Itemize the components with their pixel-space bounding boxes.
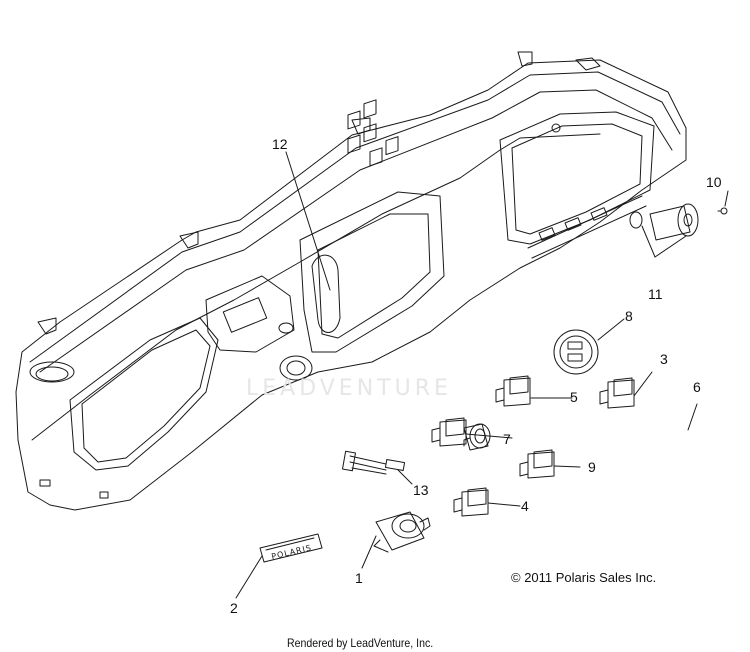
part-13-wire-harness [342, 450, 406, 475]
dashboard-assembly [15, 51, 687, 511]
callout-10: 10 [706, 174, 722, 190]
callout-6: 6 [693, 379, 701, 395]
part-2-polaris-badge [259, 533, 323, 563]
callout-8: 8 [625, 308, 633, 324]
callout-4: 4 [521, 498, 529, 514]
part-1-ignition-switch [373, 511, 431, 553]
part-11-grommet-and-socket [629, 203, 699, 241]
callout-7: 7 [503, 431, 511, 447]
part-9-rocker-switch [519, 449, 555, 479]
part-8-usb-socket [553, 329, 599, 375]
watermark-text: LEADVENTURE [246, 376, 452, 401]
part-4-rocker-switch [453, 487, 489, 517]
svg-text:POLARIS: POLARIS [271, 543, 313, 561]
callout-12: 12 [272, 136, 288, 152]
part-7-rocker-switch [431, 417, 467, 447]
callout-1: 1 [355, 570, 363, 586]
copyright-notice: © 2011 Polaris Sales Inc. [511, 570, 657, 585]
callout-13: 13 [413, 482, 429, 498]
part-10-screw [717, 207, 728, 215]
part-3-rocker-switch [599, 377, 635, 409]
rendered-by-credit: Rendered by LeadVenture, Inc. [287, 636, 434, 650]
callout-3: 3 [660, 351, 668, 367]
part-5-rocker-switch [495, 375, 531, 407]
callout-5: 5 [570, 389, 578, 405]
callout-11: 11 [648, 286, 663, 302]
callout-9: 9 [588, 459, 596, 475]
leader-lines [235, 151, 729, 599]
callout-2: 2 [230, 600, 238, 616]
